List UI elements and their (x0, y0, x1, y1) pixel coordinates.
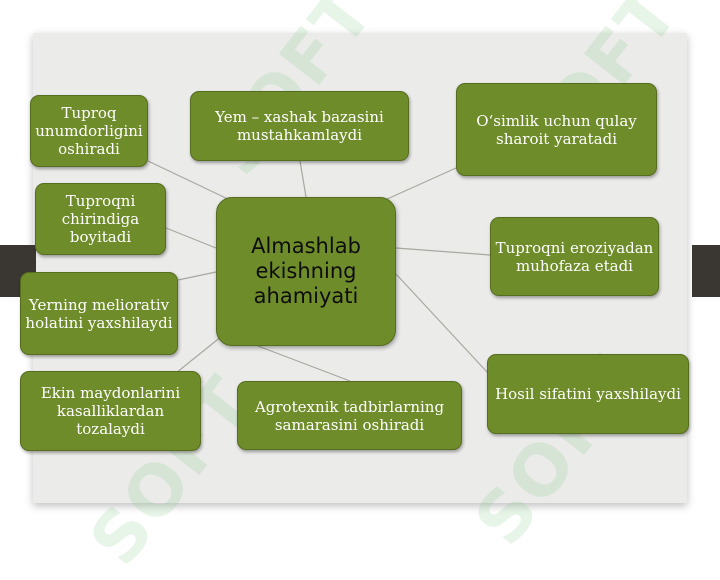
right-side-tab (692, 245, 720, 297)
node-humus: Tuproqni chirindiga boyitadi (35, 183, 166, 255)
connector-line (384, 167, 457, 201)
connector-line (147, 160, 231, 201)
node-label: Yerning meliorativ holatini yaxshilaydi (25, 295, 173, 332)
connector-line (177, 271, 217, 281)
connector-line (299, 160, 307, 198)
node-disease-cleaning: Ekin maydonlarini kasalliklardan tozalay… (20, 371, 201, 451)
node-label: O‘simlik uchun qulay sharoit yaratadi (476, 111, 637, 148)
node-erosion: Tuproqni eroziyadan muhofaza etadi (490, 217, 659, 296)
connector-line (395, 247, 491, 256)
node-yield-quality: Hosil sifatini yaxshilaydi (487, 354, 689, 434)
connector-line (395, 273, 488, 373)
node-label: Yem – xashak bazasini mustahkamlaydi (215, 108, 384, 144)
node-melioration: Yerning meliorativ holatini yaxshilaydi (20, 272, 178, 355)
node-label: Agrotexnik tadbirlarning samarasini oshi… (254, 397, 445, 434)
center-node-label: Almashlab ekishning ahamiyati (251, 234, 361, 308)
node-label: Ekin maydonlarini kasalliklardan tozalay… (40, 384, 181, 438)
node-label: Tuproq unumdorligini oshiradi (35, 104, 143, 158)
node-label: Tuproqni eroziyadan muhofaza etadi (495, 238, 654, 275)
node-plant-conditions: O‘simlik uchun qulay sharoit yaratadi (456, 83, 657, 176)
node-label: Hosil sifatini yaxshilaydi (495, 385, 681, 403)
connector-line (257, 345, 351, 382)
connector-lines (147, 160, 491, 382)
node-fodder-base: Yem – xashak bazasini mustahkamlaydi (190, 91, 409, 161)
center-node: Almashlab ekishning ahamiyati (216, 197, 396, 346)
connector-line (165, 227, 217, 249)
node-soil-fertility: Tuproq unumdorligini oshiradi (30, 95, 148, 167)
node-label: Tuproqni chirindiga boyitadi (61, 192, 140, 246)
node-agrotechnical: Agrotexnik tadbirlarning samarasini oshi… (237, 381, 462, 450)
